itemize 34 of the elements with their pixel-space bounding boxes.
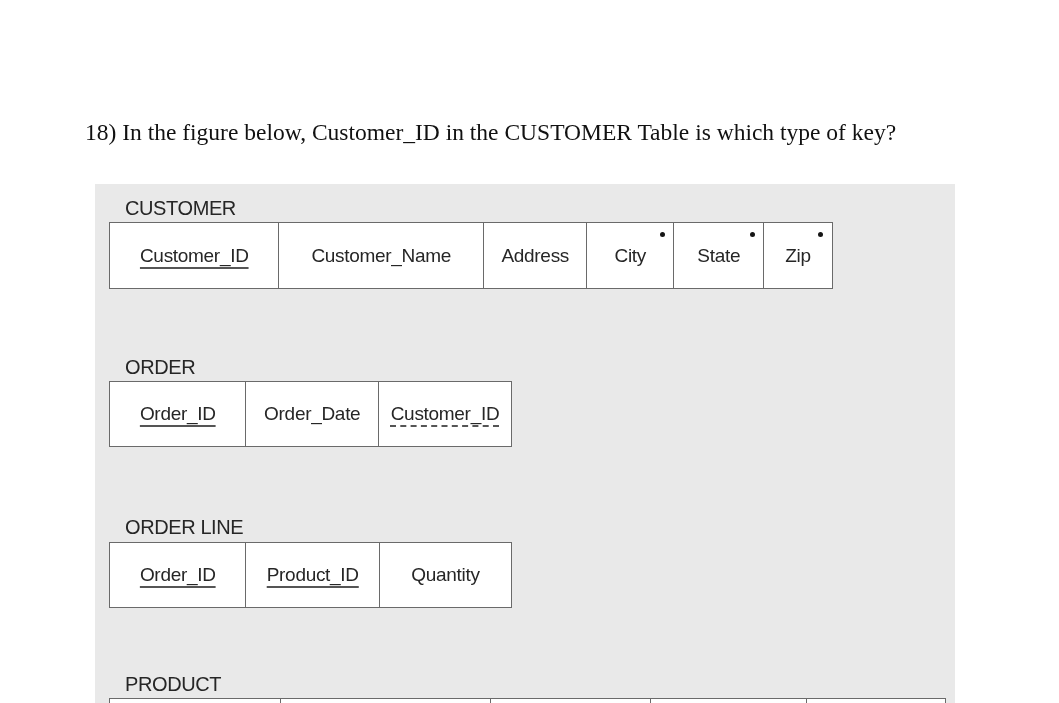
attribute-name: Order_Date bbox=[264, 403, 361, 425]
table-cell bbox=[109, 542, 247, 608]
table-cell bbox=[245, 381, 380, 447]
table-cell bbox=[806, 698, 946, 703]
table-cell bbox=[763, 222, 833, 289]
table-name: CUSTOMER bbox=[125, 197, 236, 220]
table-name: PRODUCT bbox=[125, 673, 222, 696]
table-cell bbox=[245, 542, 381, 608]
table-cell bbox=[483, 222, 588, 289]
attribute-name: City bbox=[614, 244, 646, 267]
table-cell bbox=[109, 222, 280, 289]
table-cell bbox=[650, 698, 808, 703]
table-cell bbox=[379, 542, 512, 608]
attribute-name: Customer_ID bbox=[390, 403, 500, 425]
table-cell bbox=[378, 381, 512, 447]
question-text: 18) In the figure below, Customer_ID in the CUSTOMER Table is which type of key? bbox=[85, 119, 897, 146]
attribute-name: Order_ID bbox=[139, 403, 216, 425]
table-cell bbox=[280, 698, 492, 703]
attribute-name: Customer_Name bbox=[311, 244, 452, 267]
table-cell bbox=[490, 698, 652, 703]
attribute-name: State bbox=[697, 244, 741, 267]
attribute-name: Address bbox=[501, 244, 570, 267]
table-cell bbox=[673, 222, 765, 289]
attribute-name: Quantity bbox=[411, 564, 480, 586]
attribute-name: Zip bbox=[785, 244, 811, 267]
attribute-name: Order_ID bbox=[139, 564, 216, 586]
table-name: ORDER bbox=[125, 356, 196, 379]
attribute-name: Customer_ID bbox=[139, 244, 249, 267]
table-cell bbox=[109, 698, 282, 703]
attribute-name: Product_ID bbox=[266, 564, 359, 586]
table-cell bbox=[109, 381, 247, 447]
table-cell bbox=[586, 222, 675, 289]
table-name: ORDER LINE bbox=[125, 516, 244, 539]
table-cell bbox=[278, 222, 485, 289]
